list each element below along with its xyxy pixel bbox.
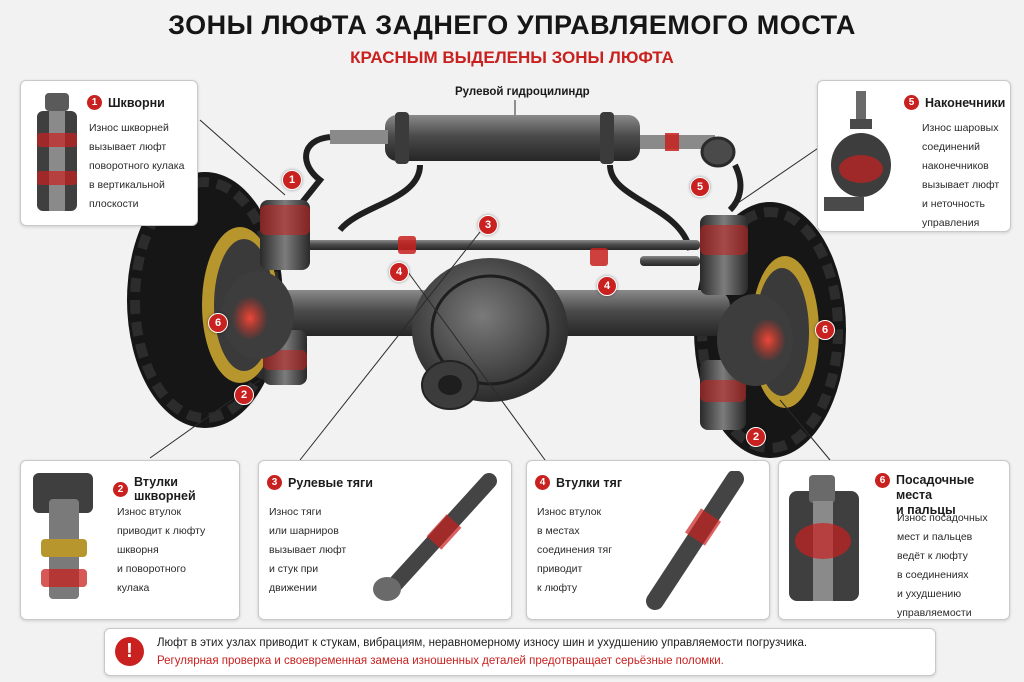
page-title: ЗОНЫ ЛЮФТА ЗАДНЕГО УПРАВЛЯЕМОГО МОСТА xyxy=(168,10,856,40)
card-number: 5 xyxy=(904,95,919,110)
card-title: Рулевые тяги xyxy=(288,475,373,490)
marker-6-left: 6 xyxy=(208,313,228,333)
card-title: Наконечники xyxy=(925,95,1006,110)
warning-text: Люфт в этих узлах приводит к стукам, виб… xyxy=(157,637,808,649)
card-number: 4 xyxy=(535,475,550,490)
cylinder-label: Рулевой гидроцилиндр xyxy=(455,86,590,98)
marker-6-right: 6 xyxy=(815,320,835,340)
card-title: Втулки шкворней xyxy=(134,475,196,503)
marker-5: 5 xyxy=(690,177,710,197)
marker-4-right: 4 xyxy=(597,276,617,296)
tie-rod-end-thumbnail xyxy=(824,91,891,211)
card-title: Шкворни xyxy=(108,95,165,110)
leader-lines xyxy=(149,100,831,461)
tie-rod-thumbnail xyxy=(373,473,497,601)
rod-bushing-thumbnail xyxy=(646,471,744,610)
card-title: Втулки тяг xyxy=(556,475,623,490)
mounting-pin-thumbnail xyxy=(789,475,859,601)
recommendation-text: Регулярная проверка и своевременная заме… xyxy=(157,655,724,667)
card-number: 6 xyxy=(875,473,890,488)
warning-note: ! Люфт в этих узлах приводит к стукам, в… xyxy=(104,628,936,676)
marker-3: 3 xyxy=(478,215,498,235)
tie-rod xyxy=(300,236,700,266)
card-number: 3 xyxy=(267,475,282,490)
exclamation-icon: ! xyxy=(115,637,144,666)
marker-1: 1 xyxy=(282,170,302,190)
marker-2-right: 2 xyxy=(746,427,766,447)
marker-4-left: 4 xyxy=(389,262,409,282)
left-knuckle xyxy=(222,200,310,385)
right-knuckle xyxy=(700,215,793,430)
differential xyxy=(412,258,568,410)
card-number: 2 xyxy=(113,481,128,497)
card-number: 1 xyxy=(87,95,102,110)
bushing-thumbnail xyxy=(33,473,93,599)
marker-2-left: 2 xyxy=(234,385,254,405)
steering-cylinder xyxy=(297,112,744,251)
kingpin-thumbnail xyxy=(37,93,77,211)
page-subtitle: КРАСНЫМ ВЫДЕЛЕНЫ ЗОНЫ ЛЮФТА xyxy=(350,48,674,67)
